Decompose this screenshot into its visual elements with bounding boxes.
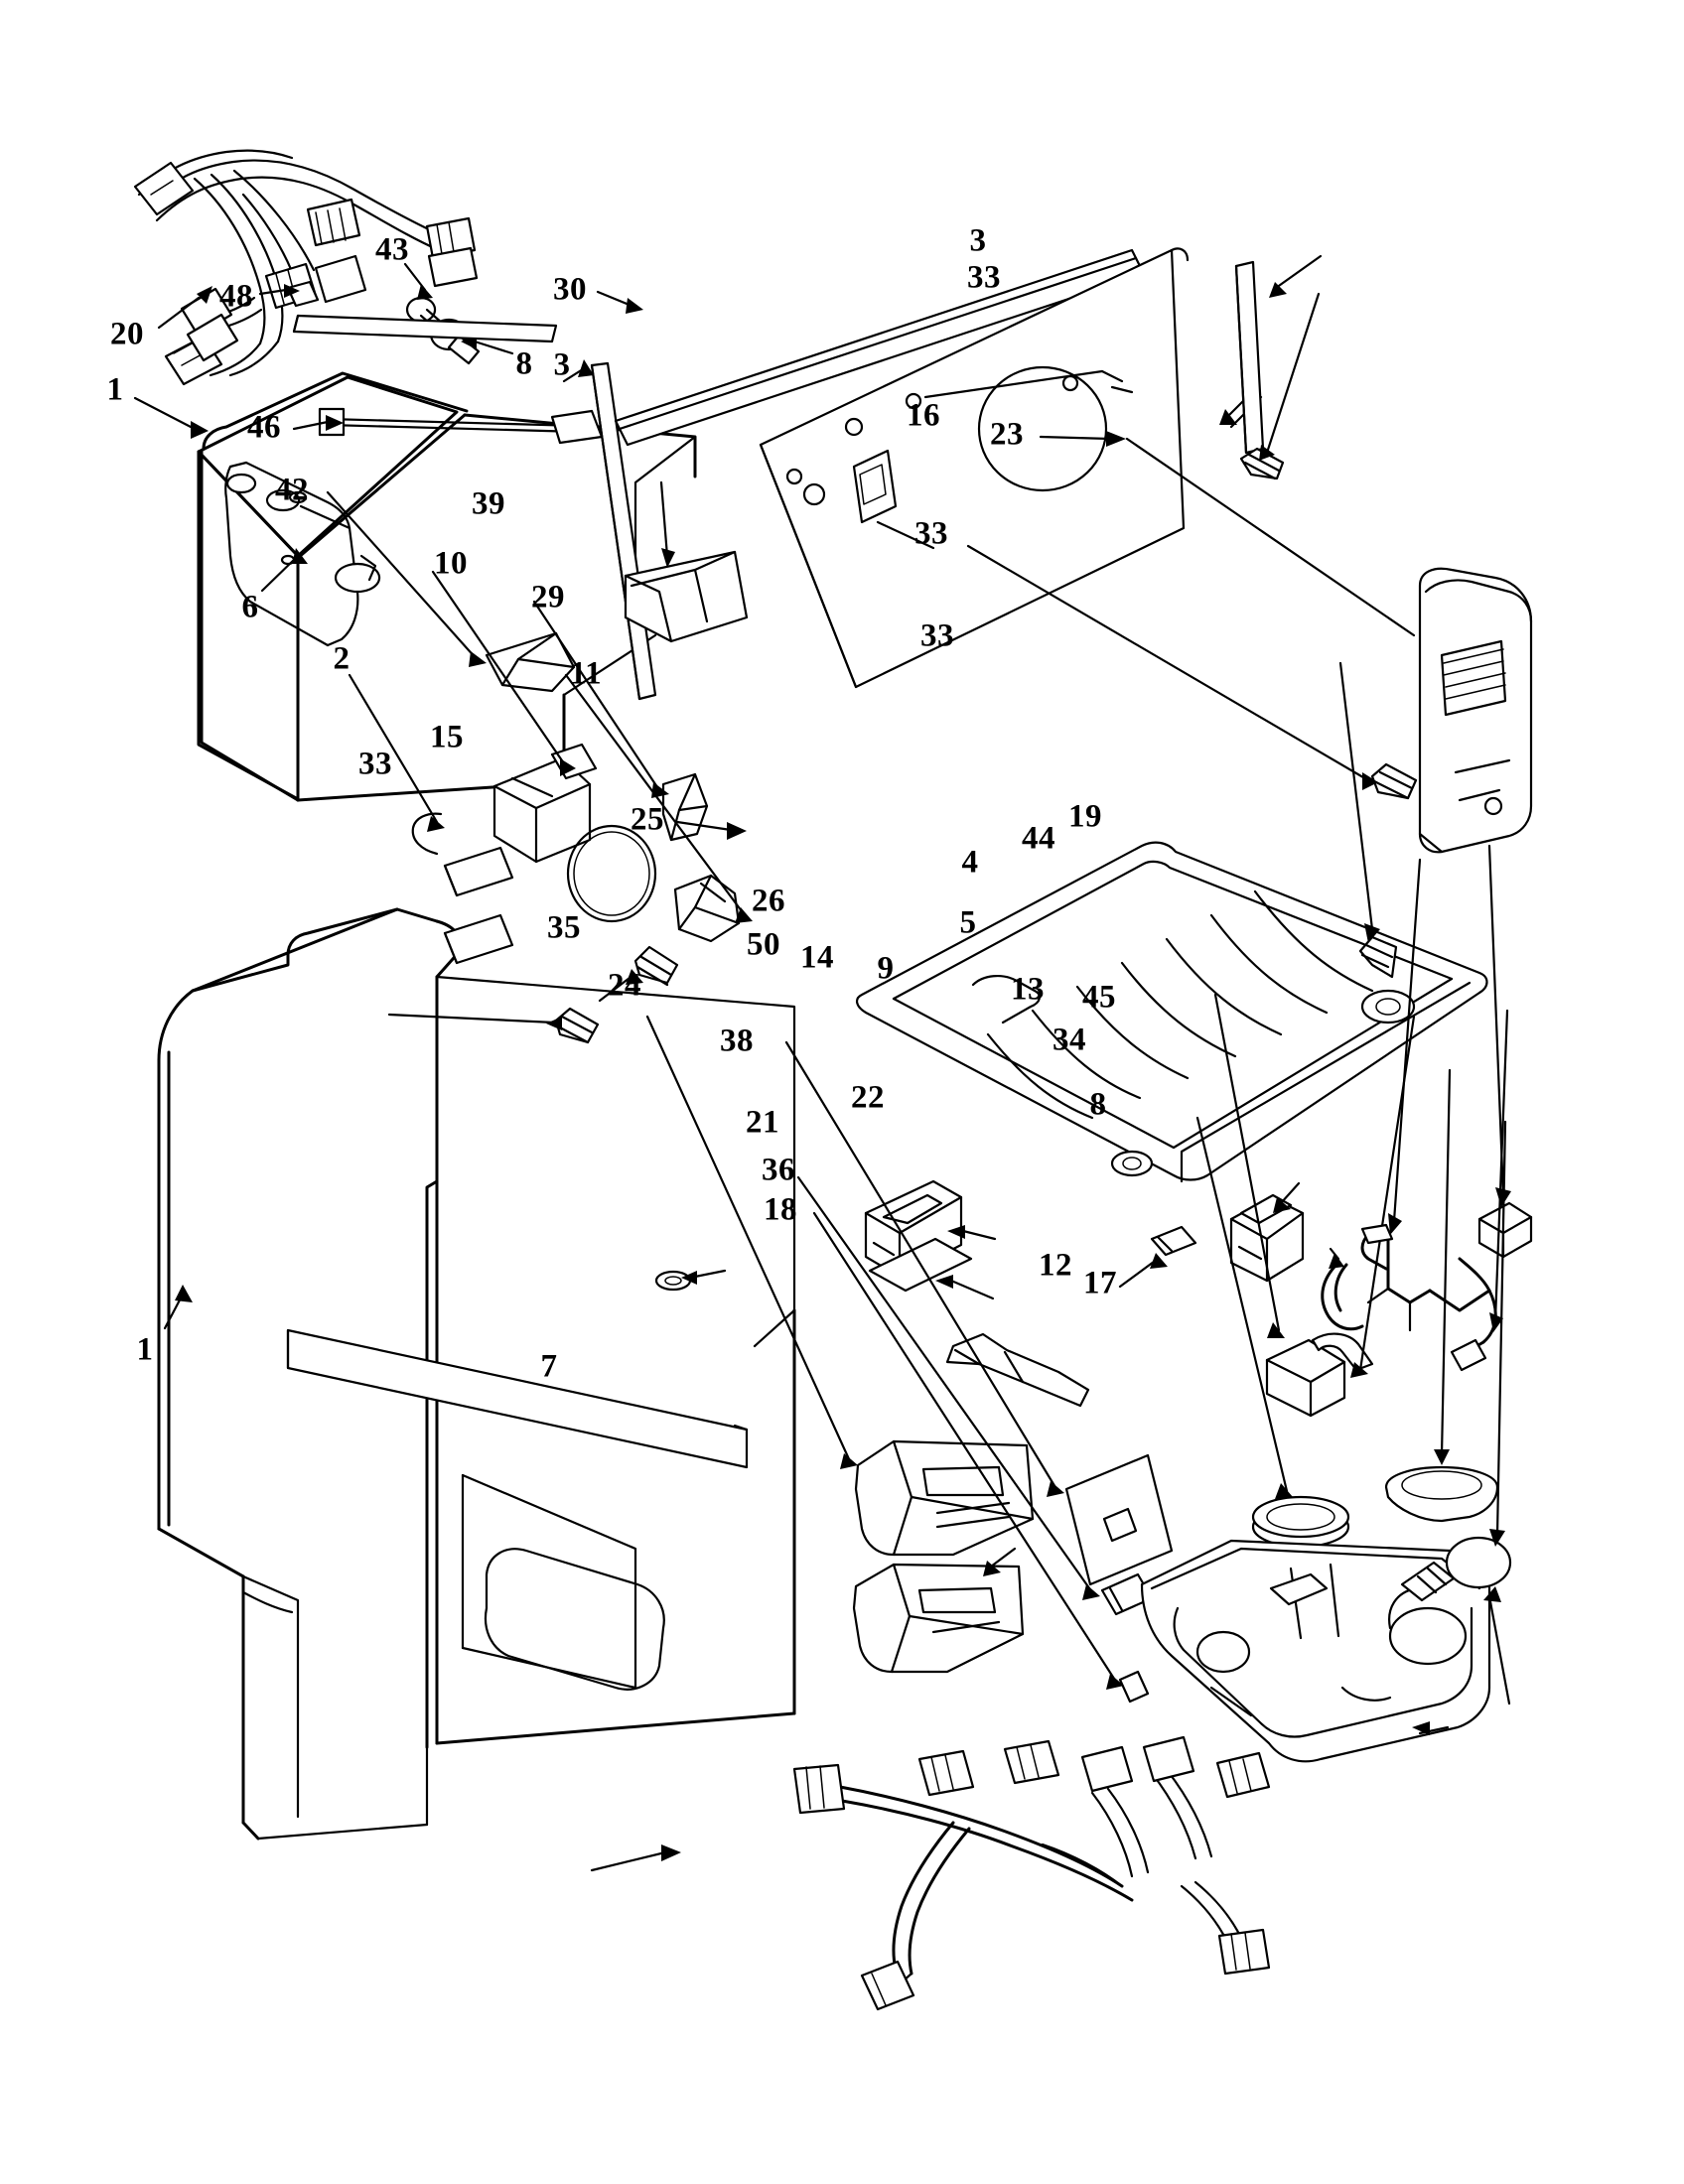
callout-8-lower: 8 bbox=[1089, 1086, 1107, 1123]
callout-20: 20 bbox=[110, 316, 144, 352]
part-12-base bbox=[1140, 1539, 1491, 1763]
part-23-housing bbox=[1418, 567, 1533, 854]
part-21-foam-block-lower bbox=[852, 1563, 1025, 1674]
part-48-clip bbox=[286, 280, 320, 308]
callout-11: 11 bbox=[569, 655, 603, 692]
callout-13: 13 bbox=[1011, 971, 1045, 1008]
part-14-clip bbox=[1150, 1225, 1197, 1257]
callout-19: 19 bbox=[1068, 798, 1102, 835]
callout-22: 22 bbox=[851, 1079, 885, 1116]
callout-33-d: 33 bbox=[920, 617, 954, 654]
callout-18: 18 bbox=[764, 1191, 797, 1228]
part-35-grommet bbox=[654, 1270, 692, 1292]
callout-1-upper: 1 bbox=[106, 371, 124, 408]
part-39-control bbox=[624, 550, 749, 643]
callout-35: 35 bbox=[547, 909, 581, 946]
callout-25: 25 bbox=[631, 801, 664, 838]
part-10-assembly bbox=[411, 743, 657, 965]
callout-33-a: 33 bbox=[967, 259, 1001, 296]
callout-14: 14 bbox=[800, 939, 834, 976]
callout-43: 43 bbox=[375, 231, 409, 268]
callout-8-upper: 8 bbox=[515, 345, 533, 382]
callout-10: 10 bbox=[434, 545, 468, 582]
callout-23: 23 bbox=[990, 416, 1024, 453]
part-3-rail-right bbox=[1234, 260, 1265, 455]
part-38-panel bbox=[1064, 1453, 1174, 1586]
callout-9: 9 bbox=[877, 950, 895, 987]
part-3-seal-left bbox=[292, 314, 558, 343]
callout-48: 48 bbox=[219, 278, 253, 315]
part-1-cabinet-lower bbox=[157, 907, 796, 1841]
callout-29: 29 bbox=[531, 579, 565, 615]
part-29-bracket bbox=[661, 772, 709, 842]
callout-1-lower: 1 bbox=[136, 1331, 154, 1368]
part-45-wire-form bbox=[1450, 1257, 1497, 1372]
callout-30: 30 bbox=[553, 271, 587, 308]
part-24-foam-block bbox=[854, 1439, 1035, 1557]
callout-3-left: 3 bbox=[553, 346, 571, 383]
leader-20 bbox=[157, 296, 201, 330]
callout-39: 39 bbox=[472, 485, 505, 522]
part-18-pin bbox=[1118, 1670, 1150, 1704]
part-33-screw-c bbox=[554, 1007, 600, 1044]
callout-34: 34 bbox=[1052, 1022, 1086, 1058]
part-9-bar bbox=[945, 1332, 1090, 1408]
callout-2: 2 bbox=[333, 640, 351, 677]
part-8-bulb-lower bbox=[1400, 1536, 1512, 1602]
part-34-cap bbox=[1384, 1465, 1499, 1523]
callout-24: 24 bbox=[608, 967, 641, 1004]
callout-36: 36 bbox=[762, 1152, 795, 1188]
part-25-drip-pan bbox=[856, 841, 1488, 1183]
part-15-screw bbox=[633, 945, 679, 987]
part-wire-harness-top bbox=[133, 149, 479, 386]
part-33-screw-a bbox=[1239, 447, 1285, 480]
part-13-clamp bbox=[1265, 1332, 1374, 1418]
part-7-wire-harness-bottom bbox=[792, 1735, 1271, 2011]
callout-38: 38 bbox=[720, 1023, 754, 1059]
callout-17: 17 bbox=[1083, 1265, 1117, 1301]
callout-42: 42 bbox=[275, 472, 309, 508]
callout-6: 6 bbox=[241, 589, 259, 625]
part-16-rear-panel bbox=[759, 247, 1190, 689]
part-44-bracket bbox=[1360, 1223, 1491, 1332]
callout-46: 46 bbox=[247, 409, 281, 446]
part-22-ring bbox=[1251, 1495, 1350, 1549]
callout-5: 5 bbox=[959, 904, 977, 941]
callout-21: 21 bbox=[746, 1104, 779, 1141]
callout-3-right: 3 bbox=[969, 222, 987, 259]
callout-50: 50 bbox=[747, 926, 780, 963]
callout-33-c: 33 bbox=[358, 746, 392, 782]
part-11-fitting bbox=[673, 874, 741, 943]
callout-26: 26 bbox=[752, 883, 785, 919]
part-33-screw-b bbox=[1370, 762, 1418, 800]
callout-15: 15 bbox=[430, 719, 464, 755]
callout-7: 7 bbox=[540, 1348, 558, 1385]
part-19-clip bbox=[1477, 1201, 1533, 1259]
callout-16: 16 bbox=[907, 397, 940, 434]
callout-4: 4 bbox=[961, 844, 979, 881]
callout-44: 44 bbox=[1022, 820, 1055, 857]
callout-12: 12 bbox=[1039, 1247, 1072, 1284]
callout-33-b: 33 bbox=[914, 515, 948, 552]
part-5-hook bbox=[1321, 1263, 1364, 1331]
callout-45: 45 bbox=[1082, 979, 1116, 1016]
part-42-bracket bbox=[485, 631, 576, 693]
